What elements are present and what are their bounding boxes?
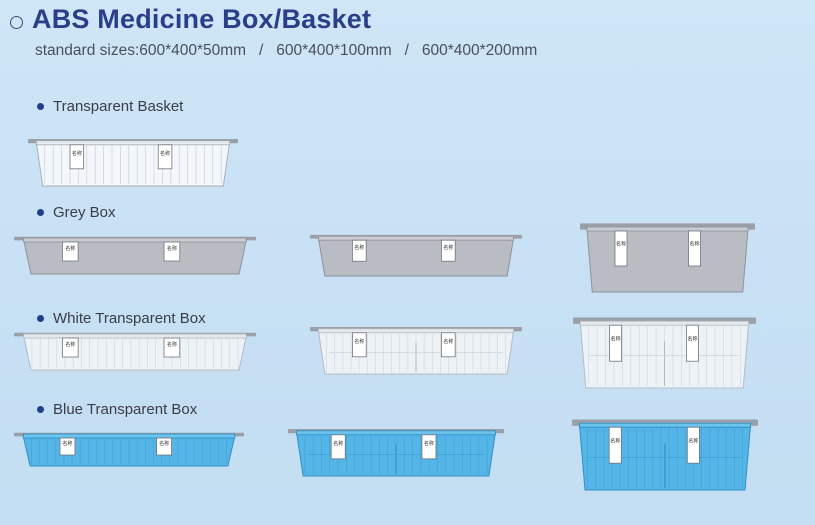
white-box-50mm-image: 名称 名称 — [14, 332, 256, 371]
svg-text:名称: 名称 — [424, 440, 434, 447]
blue-box-100mm-image: 名称 名称 — [288, 428, 504, 477]
svg-text:名称: 名称 — [65, 341, 75, 348]
bullet-icon — [37, 103, 44, 110]
svg-text:名称: 名称 — [687, 335, 697, 342]
svg-text:名称: 名称 — [160, 150, 170, 157]
grey-box-200mm-image: 名称 名称 — [580, 222, 755, 293]
section-label-blue-box: Blue Transparent Box — [37, 401, 197, 418]
grey-box-100mm-image: 名称 名称 — [310, 234, 522, 277]
section-label-grey-box: Grey Box — [37, 204, 116, 221]
svg-text:名称: 名称 — [167, 341, 177, 348]
svg-text:名称: 名称 — [611, 335, 621, 342]
svg-text:名称: 名称 — [62, 440, 72, 447]
svg-text:名称: 名称 — [167, 245, 177, 252]
blue-box-200mm-image: 名称 名称 — [572, 418, 758, 491]
svg-text:名称: 名称 — [65, 245, 75, 252]
standard-sizes-text: standard sizes:600*400*50mm / 600*400*10… — [35, 42, 538, 59]
grey-box-50mm-image: 名称 名称 — [14, 236, 256, 275]
circle-outline-icon — [10, 15, 23, 29]
section-label-transparent-basket: Transparent Basket — [37, 98, 183, 115]
svg-text:名称: 名称 — [354, 244, 364, 251]
svg-text:名称: 名称 — [333, 440, 343, 447]
white-box-200mm-image: 名称 名称 — [573, 316, 756, 389]
svg-text:名称: 名称 — [689, 241, 699, 248]
svg-text:名称: 名称 — [159, 440, 169, 447]
svg-text:名称: 名称 — [72, 150, 82, 157]
section-label-text: Grey Box — [53, 204, 116, 221]
bullet-icon — [37, 209, 44, 216]
section-label-text: White Transparent Box — [53, 310, 206, 327]
title-row: ABS Medicine Box/Basket — [10, 4, 371, 35]
svg-text:名称: 名称 — [610, 437, 620, 444]
page-title: ABS Medicine Box/Basket — [32, 4, 372, 34]
transparent-basket-50mm-image: 名称 名称 — [28, 138, 238, 187]
svg-text:名称: 名称 — [443, 244, 453, 251]
section-label-white-box: White Transparent Box — [37, 310, 206, 327]
section-label-text: Transparent Basket — [53, 98, 184, 115]
svg-text:名称: 名称 — [616, 241, 626, 248]
svg-text:名称: 名称 — [688, 437, 698, 444]
blue-box-50mm-image: 名称 名称 — [14, 432, 244, 467]
svg-text:名称: 名称 — [354, 338, 364, 345]
bullet-icon — [37, 406, 44, 413]
section-label-text: Blue Transparent Box — [53, 401, 198, 418]
bullet-icon — [37, 315, 44, 322]
white-box-100mm-image: 名称 名称 — [310, 326, 522, 375]
svg-text:名称: 名称 — [443, 338, 453, 345]
